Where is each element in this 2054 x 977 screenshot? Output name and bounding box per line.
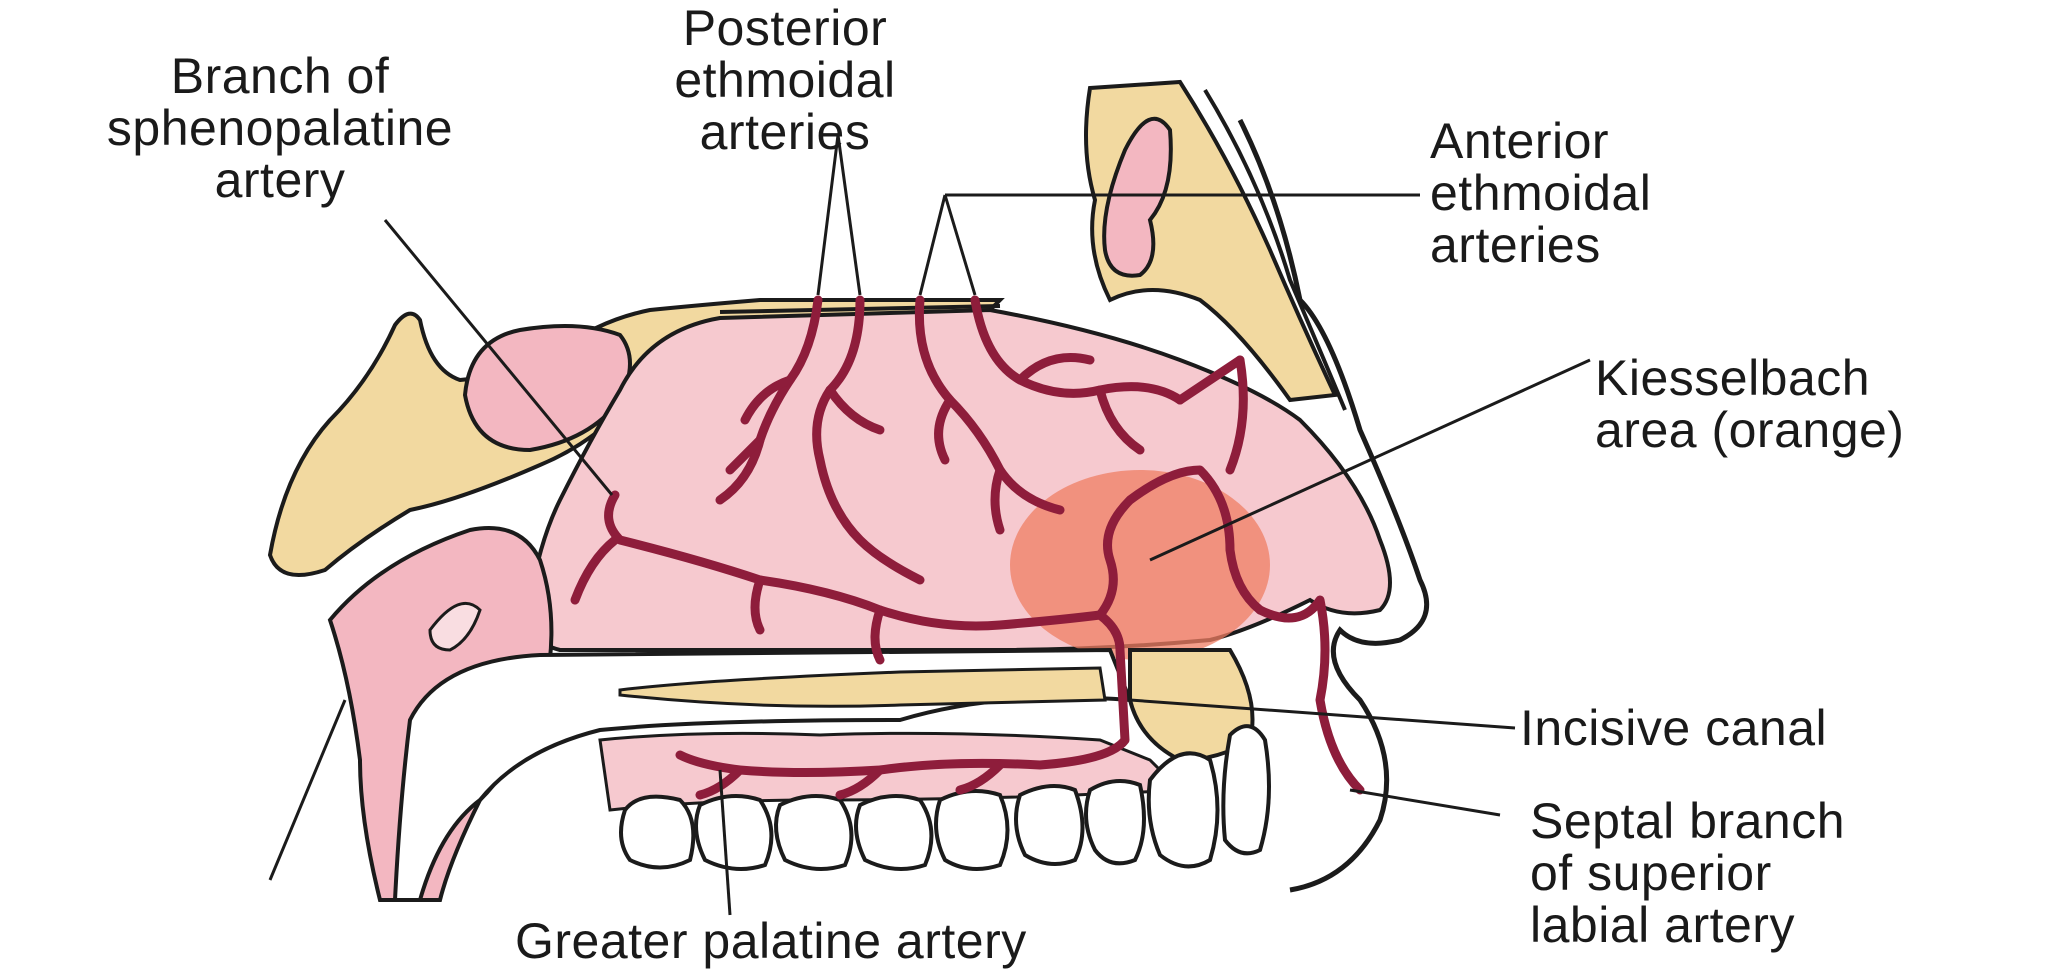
label-line: Greater palatine artery — [515, 915, 1235, 967]
label-line: of superior — [1530, 847, 1950, 899]
leader-septal-branch — [1350, 790, 1500, 815]
label-line: arteries — [615, 106, 955, 158]
label-line: Incisive canal — [1520, 702, 1940, 754]
tooth — [776, 796, 851, 869]
label-line: labial artery — [1530, 899, 1950, 951]
label-kiesselbach: Kiesselbach area (orange) — [1595, 352, 2035, 456]
tooth — [936, 791, 1008, 869]
label-line: Kiesselbach — [1595, 352, 2035, 404]
label-anterior-ethmoidal: Anterior ethmoidal arteries — [1430, 115, 1730, 271]
label-line: area (orange) — [1595, 404, 2035, 456]
tooth — [621, 797, 693, 868]
tooth — [1086, 781, 1144, 863]
label-branch-sphenopalatine: Branch of sphenopalatine artery — [40, 50, 520, 206]
label-incisive-canal: Incisive canal — [1520, 702, 1940, 754]
leader-left-bottom — [270, 700, 345, 880]
label-line: Anterior — [1430, 115, 1730, 167]
label-line: ethmoidal — [1430, 167, 1730, 219]
label-line: ethmoidal — [615, 54, 955, 106]
tooth — [856, 796, 931, 869]
tooth — [1016, 786, 1083, 864]
label-line: arteries — [1430, 219, 1730, 271]
label-line: sphenopalatine — [40, 102, 520, 154]
label-line: Branch of — [40, 50, 520, 102]
tooth — [1223, 726, 1269, 853]
tooth — [1149, 753, 1218, 866]
label-line: Septal branch — [1530, 795, 1950, 847]
tooth — [696, 796, 771, 869]
label-greater-palatine: Greater palatine artery — [515, 915, 1235, 967]
label-line: Posterior — [615, 2, 955, 54]
label-line: artery — [40, 154, 520, 206]
label-septal-branch: Septal branch of superior labial artery — [1530, 795, 1950, 951]
label-posterior-ethmoidal: Posterior ethmoidal arteries — [615, 2, 955, 158]
